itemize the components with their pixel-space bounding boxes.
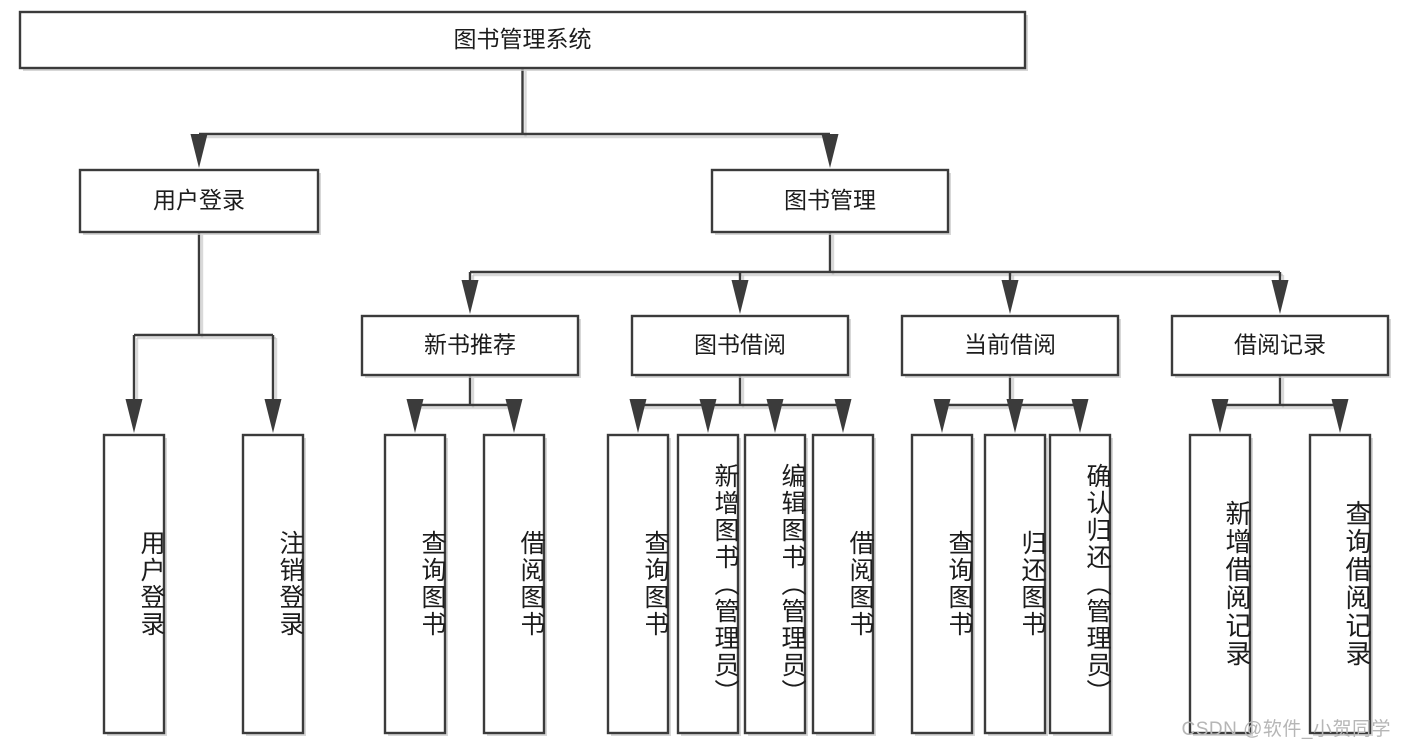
node-label-borrow-record: 借阅记录 xyxy=(1234,332,1326,358)
leaf-box-leaf-user-login[interactable] xyxy=(102,433,166,735)
leaf-box-leaf-borrow-book-rec[interactable] xyxy=(482,433,546,735)
node-label-book-borrow: 图书借阅 xyxy=(694,332,786,358)
node-label-new-book-recommend: 新书推荐 xyxy=(424,332,516,358)
root-to-l2-1-arrowhead xyxy=(821,134,839,168)
watermark-credit: CSDN @软件_小贺同学 xyxy=(1181,719,1391,740)
leaf-box-leaf-add-book[interactable] xyxy=(676,433,740,735)
l2-to-l3-3-arrowhead xyxy=(1271,280,1289,314)
node-label-root: 图书管理系统 xyxy=(454,26,592,52)
leafarrow-book-borrow-0-arrowhead xyxy=(629,399,647,433)
leafarrow-new-book-recommend-1-arrowhead xyxy=(505,399,523,433)
leafarrow-new-book-recommend-0-arrowhead xyxy=(406,399,424,433)
leafarrow-user-login-1-arrowhead xyxy=(264,399,282,433)
leafarrow-current-borrow-2-arrowhead xyxy=(1071,399,1089,433)
root-to-l2-0-arrowhead xyxy=(190,134,208,168)
node-box-current-borrow[interactable] xyxy=(900,314,1120,377)
node-box-root[interactable] xyxy=(18,10,1027,70)
leafarrow-borrow-record-1-arrowhead xyxy=(1331,399,1349,433)
leaf-box-leaf-query-book-current[interactable] xyxy=(910,433,974,735)
leaf-box-leaf-query-book-rec[interactable] xyxy=(383,433,447,735)
node-label-user-login: 用户登录 xyxy=(153,187,245,213)
node-label-book-manage: 图书管理 xyxy=(784,187,876,213)
box-layer xyxy=(18,10,1391,736)
l2-to-l3-2-arrowhead xyxy=(1001,280,1019,314)
leaf-box-leaf-add-record[interactable] xyxy=(1188,433,1252,735)
leafarrow-borrow-record-0-arrowhead xyxy=(1211,399,1229,433)
leafarrow-book-borrow-2-arrowhead xyxy=(766,399,784,433)
node-box-book-manage[interactable] xyxy=(710,168,950,234)
leafarrow-book-borrow-3-arrowhead xyxy=(834,399,852,433)
node-box-new-book-recommend[interactable] xyxy=(360,314,580,377)
leaf-box-leaf-logout[interactable] xyxy=(241,433,305,735)
node-box-book-borrow[interactable] xyxy=(630,314,850,377)
leaf-box-leaf-edit-book[interactable] xyxy=(743,433,807,735)
leafarrow-current-borrow-0-arrowhead xyxy=(933,399,951,433)
connector-layer xyxy=(125,68,1349,433)
node-label-current-borrow: 当前借阅 xyxy=(964,332,1056,358)
leafarrow-current-borrow-1-arrowhead xyxy=(1006,399,1024,433)
node-box-borrow-record[interactable] xyxy=(1170,314,1390,377)
l2-to-l3-1-arrowhead xyxy=(731,280,749,314)
leafarrow-book-borrow-1-arrowhead xyxy=(699,399,717,433)
leaf-box-leaf-query-book-borrow[interactable] xyxy=(606,433,670,735)
leaf-box-leaf-confirm-return[interactable] xyxy=(1048,433,1112,735)
leaf-box-leaf-return-book[interactable] xyxy=(983,433,1047,735)
l2-to-l3-0-arrowhead xyxy=(461,280,479,314)
node-box-user-login[interactable] xyxy=(78,168,320,234)
leafarrow-user-login-0-arrowhead xyxy=(125,399,143,433)
leaf-box-leaf-borrow-book[interactable] xyxy=(811,433,875,735)
leaf-box-leaf-query-record[interactable] xyxy=(1308,433,1372,735)
